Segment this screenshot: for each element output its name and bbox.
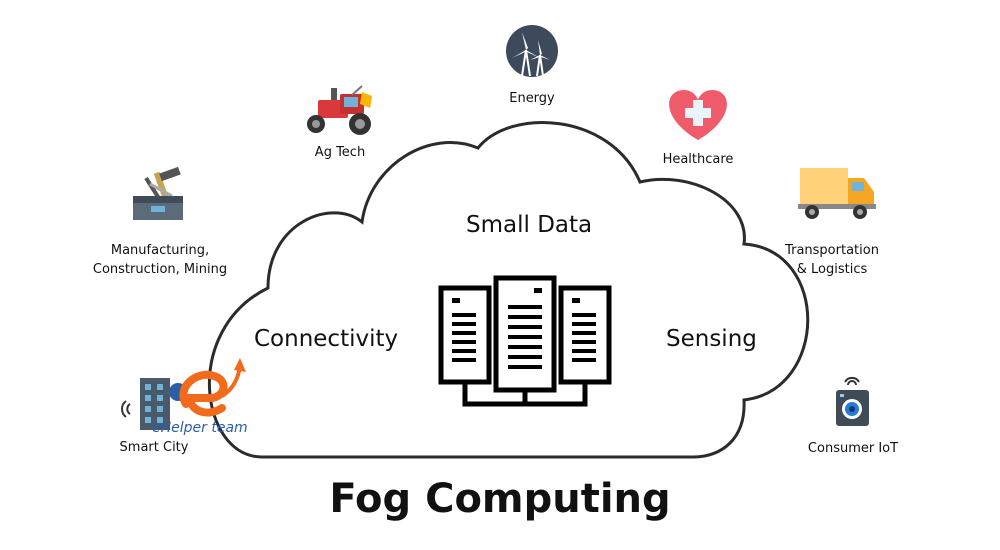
server-rack-slots	[452, 288, 596, 369]
truck-icon	[798, 168, 876, 219]
server-racks-icon	[438, 275, 612, 407]
sector-label-healthcare: Healthcare	[662, 152, 734, 167]
watermark-logo	[169, 358, 246, 417]
sector-label-manufacturing: Manufacturing, Construction, Mining	[92, 243, 228, 277]
cloud-label-connectivity: Connectivity	[254, 326, 399, 352]
cloud-label-small-data: Small Data	[466, 212, 593, 238]
camera-icon	[836, 376, 869, 426]
wind-turbine-icon	[506, 25, 558, 77]
toolbox-icon	[133, 166, 183, 220]
cloud-label-sensing: Sensing	[666, 326, 757, 352]
watermark-text: eHelper team	[152, 420, 248, 436]
building-icon	[121, 378, 170, 430]
tractor-icon	[307, 85, 372, 135]
sector-label-agtech: Ag Tech	[314, 145, 366, 160]
diagram-title: Fog Computing	[329, 476, 671, 522]
sector-label-transport: Transportation & Logistics	[785, 243, 879, 277]
sector-label-smartcity: Smart City	[119, 440, 189, 455]
heart-cross-icon	[669, 90, 727, 140]
sector-label-energy: Energy	[509, 91, 555, 106]
sector-label-consumer: Consumer IoT	[807, 441, 899, 456]
